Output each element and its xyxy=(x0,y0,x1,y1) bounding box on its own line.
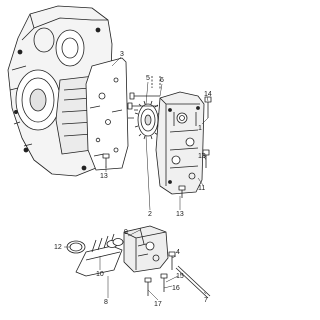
callout-15-upper: 14 xyxy=(204,91,212,98)
callout-5: 5 xyxy=(146,75,150,82)
callout-4: 4 xyxy=(176,249,180,256)
governor-assembly xyxy=(66,225,211,299)
callout-16-lower: 16 xyxy=(172,285,180,292)
callout-13-right: 13 xyxy=(198,153,206,160)
leader-lines xyxy=(64,56,209,301)
exploded-parts-diagram: 3 5 6 14 1 13 11 13 2 13 12 10 8 9 4 15 … xyxy=(7,5,212,308)
callout-3: 3 xyxy=(120,51,124,58)
separator-plate xyxy=(85,57,129,171)
callout-17: 17 xyxy=(154,301,162,308)
callout-2: 2 xyxy=(148,211,152,218)
callout-8: 8 xyxy=(104,299,108,306)
callout-13-left: 13 xyxy=(100,173,108,180)
callout-16-upper: 15 xyxy=(176,273,184,280)
transmission-case xyxy=(7,5,113,177)
callout-13-lower-right: 13 xyxy=(176,211,184,218)
callout-11: 11 xyxy=(198,185,205,192)
valve-body xyxy=(155,91,205,195)
pump-gear xyxy=(128,100,162,140)
bolts-upper xyxy=(102,76,212,198)
callout-12: 12 xyxy=(54,244,62,251)
callout-9: 9 xyxy=(124,229,128,236)
diagram-drawing: 3 5 6 14 1 13 11 13 2 13 12 10 8 9 4 15 … xyxy=(7,5,212,308)
callout-7: 7 xyxy=(204,297,208,304)
callout-labels: 3 5 6 14 1 13 11 13 2 13 12 10 8 9 4 15 … xyxy=(54,51,212,308)
callout-10: 10 xyxy=(96,271,104,278)
callout-1: 1 xyxy=(198,125,202,132)
callout-6: 6 xyxy=(160,77,164,84)
